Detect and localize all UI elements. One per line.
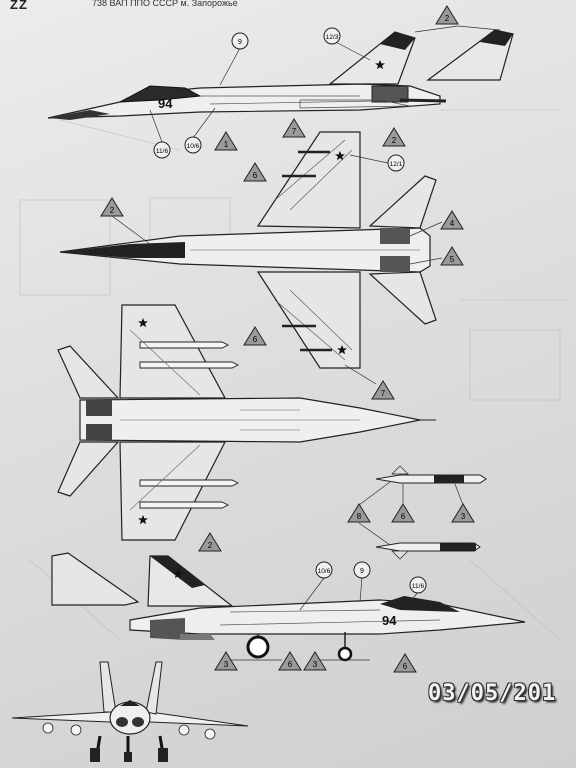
marker-label: 7 bbox=[292, 127, 297, 136]
marker-label: 6 bbox=[253, 171, 258, 180]
callout-12-1: 12/1 bbox=[390, 161, 403, 168]
plan-view-top: 12/1 6 2 4 5 6 7 bbox=[59, 131, 464, 400]
marker-label: 5 bbox=[450, 255, 455, 264]
front-view bbox=[11, 661, 249, 762]
header-strip: ZZ 738 ВАП ППО СССР м. Запорожье bbox=[0, 0, 576, 12]
marker-label: 7 bbox=[381, 389, 386, 398]
brand-logo: ZZ bbox=[10, 0, 28, 12]
callout-12-3: 12/3 bbox=[326, 34, 339, 41]
callout-10-6: 10/6 bbox=[187, 143, 200, 150]
callout-11-6: 11/6 bbox=[412, 583, 425, 590]
marker-label: 8 bbox=[357, 512, 362, 521]
side-number: 94 bbox=[158, 96, 173, 111]
side-number: 94 bbox=[382, 613, 397, 628]
marker-label: 3 bbox=[461, 512, 466, 521]
unit-caption: 738 ВАП ППО СССР м. Запорожье bbox=[92, 0, 238, 8]
marker-label: 6 bbox=[401, 512, 406, 521]
marker-label: 4 bbox=[450, 219, 455, 228]
photo-date-stamp: 03/05/201 bbox=[428, 681, 557, 706]
marker-label: 2 bbox=[445, 14, 450, 23]
marker-label: 2 bbox=[110, 206, 115, 215]
marker-label: 3 bbox=[224, 660, 229, 669]
marker-label: 2 bbox=[208, 541, 213, 550]
marker-label: 6 bbox=[253, 335, 258, 344]
marker-label: 1 bbox=[224, 140, 229, 149]
callout-11-6: 11/6 bbox=[156, 148, 169, 155]
callout-9: 9 bbox=[360, 568, 364, 575]
plan-view-bottom: 2 bbox=[57, 304, 436, 552]
side-view-top: 94 12/3 9 11/6 10/6 2 1 7 bbox=[47, 5, 514, 159]
callout-9: 9 bbox=[238, 39, 242, 46]
marker-label: 6 bbox=[288, 660, 293, 669]
callout-10-6: 10/6 bbox=[318, 568, 331, 575]
marker-label: 3 bbox=[313, 660, 318, 669]
missile-details: 8 6 3 bbox=[347, 465, 487, 560]
marker-label: 2 bbox=[392, 136, 397, 145]
side-view-bottom: 94 10/6 9 11/6 3 6 3 6 bbox=[51, 552, 526, 673]
marker-label: 6 bbox=[403, 662, 408, 671]
